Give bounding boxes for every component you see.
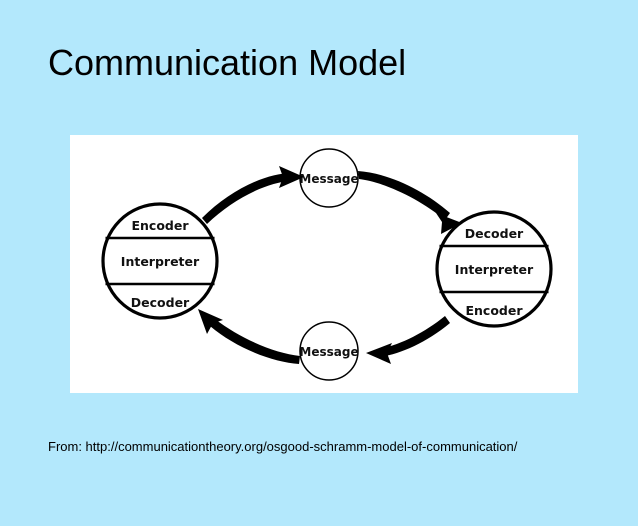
left-section-label-decoder: Decoder bbox=[131, 295, 190, 310]
arrow-left-to-top-message-shaft bbox=[202, 173, 292, 224]
message-bottom-node: Message bbox=[299, 321, 359, 381]
message-bottom-circle bbox=[299, 321, 359, 381]
arrow-right-to-bottom-message-head bbox=[366, 343, 392, 364]
arrow-bottom-message-to-left bbox=[198, 309, 300, 364]
communication-model-diagram: Encoder Interpreter Decoder Decoder Inte… bbox=[101, 148, 553, 381]
arrow-top-message-to-right-head bbox=[436, 213, 462, 234]
source-caption: From: http://communicationtheory.org/osg… bbox=[48, 439, 518, 454]
diagram-panel: Encoder Interpreter Decoder Decoder Inte… bbox=[70, 135, 578, 393]
arrow-bottom-message-to-left-shaft bbox=[210, 319, 300, 364]
arrow-top-message-to-right bbox=[358, 171, 462, 234]
right-participant-circle bbox=[435, 210, 553, 328]
message-top-label: Message bbox=[299, 172, 358, 186]
right-participant-node: Decoder Interpreter Encoder bbox=[435, 210, 553, 328]
left-participant-circle bbox=[101, 202, 219, 320]
arrow-left-to-top-message-head bbox=[279, 166, 304, 188]
right-section-label-encoder: Encoder bbox=[465, 303, 523, 318]
arrow-top-message-to-right-shaft bbox=[358, 171, 450, 220]
arrow-bottom-message-to-left-head bbox=[198, 309, 223, 334]
message-top-node: Message bbox=[299, 148, 359, 208]
arrow-left-to-top-message bbox=[202, 166, 304, 224]
arrow-right-to-bottom-message-shaft bbox=[379, 316, 450, 357]
left-section-label-encoder: Encoder bbox=[131, 218, 189, 233]
message-bottom-label: Message bbox=[299, 345, 358, 359]
right-section-label-decoder: Decoder bbox=[465, 226, 524, 241]
right-section-label-interpreter: Interpreter bbox=[455, 262, 534, 277]
page-title: Communication Model bbox=[48, 42, 407, 83]
arrow-right-to-bottom-message bbox=[366, 316, 450, 364]
left-participant-node: Encoder Interpreter Decoder bbox=[101, 202, 219, 320]
left-section-label-interpreter: Interpreter bbox=[121, 254, 200, 269]
